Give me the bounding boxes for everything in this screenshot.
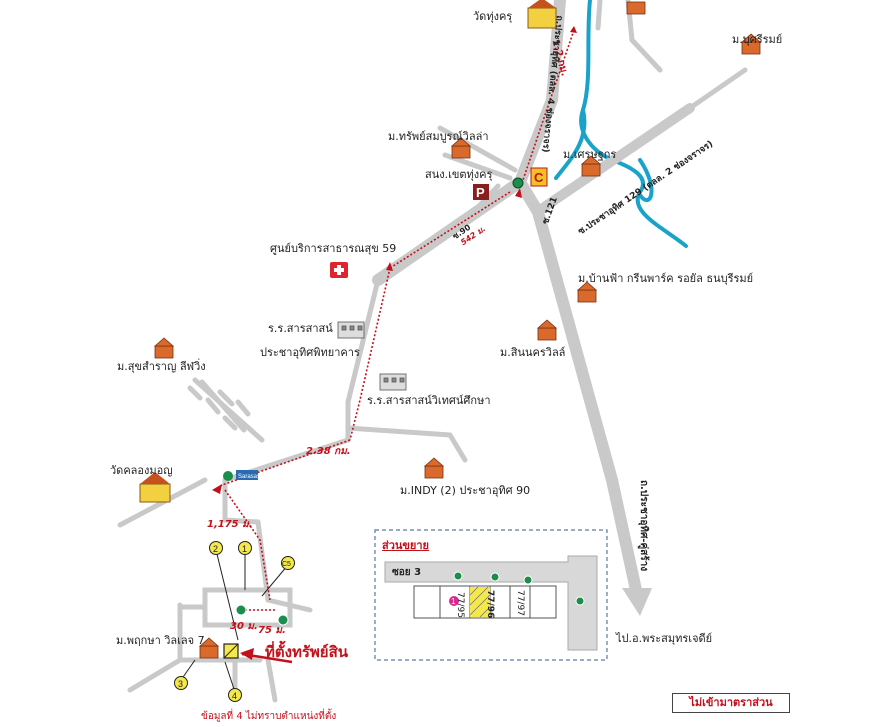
store-icon: C <box>530 167 548 187</box>
label-dist-1175m: 1,175 ม. <box>207 519 253 530</box>
label-wat-khlong-mon: วัดคลองมอญ <box>110 464 173 477</box>
parking-letter: P <box>476 185 485 200</box>
school-icon <box>337 321 407 391</box>
major-roads <box>372 0 748 596</box>
hospital-icon <box>330 262 348 278</box>
inset-lot-77-96: 77/96 <box>485 590 495 619</box>
inset-panel: 1 <box>374 529 608 661</box>
comparable-1-label: 1 <box>242 544 247 554</box>
comparable-markers: 2 1 C5 3 4 <box>174 541 295 702</box>
label-ban-baanfah: ม.บ้านฟ้า กรีนพาร์ค รอยัล ธนบุรีรมย์ <box>578 272 754 285</box>
label-road-pracha-south: ถ.ประชาอุทิศ-คู่สร้าง <box>638 480 649 572</box>
label-school-2: ร.ร.สารสาสน์วิเทศน์ศึกษา <box>367 394 491 407</box>
label-ban-buriram: ม.บุศรีรมย์ <box>732 33 783 46</box>
label-to-samut: ไป.อ.พระสมุทรเจดีย์ <box>616 632 713 645</box>
comparable-c5-label: C5 <box>282 561 291 568</box>
route-line <box>214 29 575 611</box>
office-icon <box>512 177 524 189</box>
label-ban-sinnakorn: ม.สินนครวิลล์ <box>500 346 566 359</box>
inset-pin-label: 1 <box>451 597 456 606</box>
label-ban-setthakorn: ม.เศรษฐกร <box>563 148 617 161</box>
label-property-location: ที่ตั้งทรัพย์สิน <box>265 643 348 661</box>
road-arrow <box>622 588 652 616</box>
label-wat-thung-khru: วัดทุ่งครุ <box>473 10 513 23</box>
inset-lot-77-95: 77/95 <box>455 592 465 618</box>
inset-soi-label: ซอย 3 <box>392 567 422 578</box>
temple-icon <box>139 472 171 503</box>
label-health-center: ศูนย์บริการสาธารณสุข 59 <box>270 242 397 255</box>
station-icon: Sarasas <box>223 470 260 481</box>
label-dist-30m: 30 ม. <box>230 621 258 632</box>
property-marker-icon <box>223 643 239 659</box>
house-icon <box>153 1 762 659</box>
inset-lot-77-97: 77/97 <box>515 590 525 616</box>
label-ban-sap-somboon: ม.ทรัพย์สมบูรณ์วิลล่า <box>388 130 489 143</box>
label-dist-2-38km: 2.38 กม. <box>306 446 351 457</box>
label-khet-office: สนง.เขตทุ่งครุ <box>425 168 493 181</box>
comparable-4-label: 4 <box>232 691 237 701</box>
label-school-1b: ประชาอุทิศพิทยาคาร <box>260 346 360 359</box>
school-sign-text: Sarasas <box>238 474 260 480</box>
comparable-2-label: 2 <box>213 544 218 554</box>
temple-icon <box>527 0 557 29</box>
label-school-1a: ร.ร.สารสาสน์ <box>268 322 333 335</box>
disclaimer-box: ไม่เข้ามาตราส่วน <box>672 693 790 713</box>
store-letter: C <box>534 170 544 185</box>
label-ban-indy: ม.INDY (2) ประชาอุทิศ 90 <box>400 484 531 497</box>
label-note-4: ข้อมูลที่ 4 ไม่ทราบตำแหน่งที่ตั้ง <box>201 711 337 722</box>
inset-title: ส่วนขยาย <box>382 539 429 552</box>
soi-marker-icon <box>235 604 289 626</box>
label-ban-pruksa: ม.พฤกษา วิลเลจ 7 <box>116 634 205 647</box>
label-ban-suksamran: ม.สุขสำราญ ลีฬวิ่ง <box>117 360 206 373</box>
parking-icon: P <box>473 184 489 200</box>
label-dist-75m: 75 ม. <box>258 625 286 636</box>
comparable-3-label: 3 <box>178 679 183 689</box>
